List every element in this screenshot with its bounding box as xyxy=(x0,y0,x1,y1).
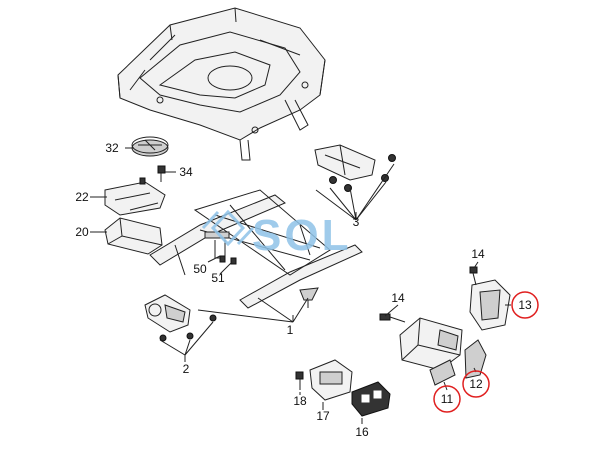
part-22-drawing xyxy=(104,177,166,216)
diamond-logo-icon xyxy=(201,209,255,247)
part-2-motor-drawing xyxy=(144,294,217,342)
callout-14a: 14 xyxy=(391,291,405,305)
callout-2: 2 xyxy=(183,362,190,376)
part-16-connector-drawing xyxy=(351,381,391,417)
callout-51: 51 xyxy=(211,271,225,285)
callout-13: 13 xyxy=(518,298,532,312)
part-12-seal-drawing xyxy=(429,359,456,386)
highlighted-callouts: 11 12 13 xyxy=(433,291,539,413)
callout-20: 20 xyxy=(75,225,89,239)
callout-11: 11 xyxy=(441,392,454,406)
seat-rails-assembly-drawing xyxy=(149,189,363,309)
callout-14b: 14 xyxy=(471,247,485,261)
callout-22: 22 xyxy=(75,190,89,204)
part-12b-seal-drawing xyxy=(464,339,487,379)
part-18-screw-drawing xyxy=(295,371,304,390)
part-17-connector-drawing xyxy=(309,359,353,401)
callout-13-circle xyxy=(511,291,539,319)
watermark-text: SOL xyxy=(252,211,351,260)
leader-lines xyxy=(90,147,511,424)
callout-12: 12 xyxy=(469,377,483,391)
callout-17: 17 xyxy=(316,409,330,423)
callout-labels: 1 2 3 14 14 16 17 18 20 22 32 34 50 51 xyxy=(75,141,485,439)
callout-12-circle xyxy=(462,370,490,398)
part-50-51-clip-drawing xyxy=(219,255,237,265)
callout-16: 16 xyxy=(355,425,369,439)
callout-1: 1 xyxy=(287,323,294,337)
part-34-screw-drawing xyxy=(157,165,166,182)
callout-50: 50 xyxy=(193,262,207,276)
part-20-drawing xyxy=(104,217,163,255)
callout-3: 3 xyxy=(353,215,360,229)
watermark: SOL xyxy=(201,209,351,260)
callout-11-circle xyxy=(433,385,461,413)
part-3-drawing xyxy=(314,144,396,192)
callout-18: 18 xyxy=(293,394,307,408)
part-11-module-drawing xyxy=(379,313,463,371)
part-13-bracket-drawing xyxy=(469,266,511,331)
callout-32: 32 xyxy=(105,141,119,155)
seat-frame-drawing xyxy=(117,7,326,161)
callout-34: 34 xyxy=(179,165,193,179)
part-32-drawing xyxy=(131,136,169,157)
